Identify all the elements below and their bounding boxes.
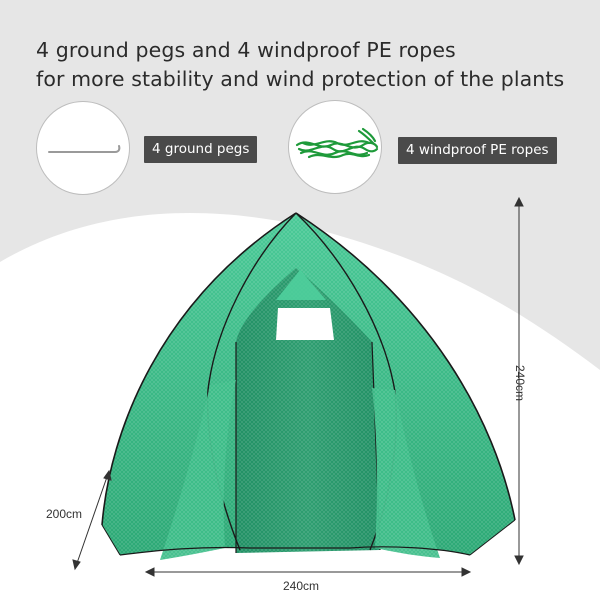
width-dimension-label: 240cm (283, 579, 320, 593)
rope-bundle-icon (295, 127, 379, 159)
ropes-thumbnail (288, 100, 382, 194)
ground-pegs-label: 4 ground pegs (144, 136, 258, 163)
ropes-label: 4 windproof PE ropes (398, 137, 557, 164)
depth-dimension-label: 200cm (46, 507, 83, 521)
background-shape (0, 0, 600, 370)
headline-line-1: 4 ground pegs and 4 windproof PE ropes (36, 38, 456, 62)
ground-peg-icon (48, 145, 121, 153)
headline: 4 ground pegs and 4 windproof PE ropes f… (36, 36, 596, 94)
greenhouse-tent (101, 212, 516, 560)
dimension-lines (72, 196, 524, 577)
ground-pegs-thumbnail (36, 101, 130, 195)
headline-line-2: for more stability and wind protection o… (36, 67, 565, 91)
height-dimension-label: 240cm (513, 364, 528, 402)
window (276, 308, 334, 340)
